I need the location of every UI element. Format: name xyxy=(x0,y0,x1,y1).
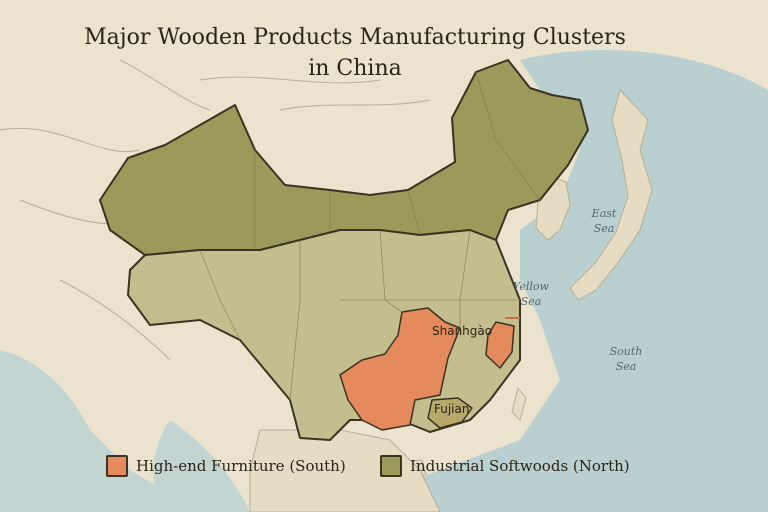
taiwan-island xyxy=(511,386,527,421)
province-borders xyxy=(199,71,541,401)
shanghao-label: Shanhgào xyxy=(432,324,492,338)
north-softwood-region xyxy=(99,59,589,256)
south-furniture-central xyxy=(339,307,461,431)
legend-swatch-north xyxy=(380,455,402,477)
legend-item-south: High-end Furniture (South) xyxy=(106,452,346,480)
yellow-sea-label-1: Yellow xyxy=(513,280,549,293)
southeast-asia-land xyxy=(249,429,441,512)
bay-of-bengal xyxy=(153,420,250,512)
south-sea-label-2: Sea xyxy=(616,360,637,373)
fujian-region xyxy=(427,397,473,429)
indian-sea-area xyxy=(0,350,200,512)
pacific-sea-area xyxy=(330,50,768,512)
east-sea-label-2: Sea xyxy=(594,222,615,235)
legend-item-north: Industrial Softwoods (North) xyxy=(380,452,630,480)
legend-label-south: High-end Furniture (South) xyxy=(136,457,346,475)
south-sea-label-1: South xyxy=(610,345,643,358)
japan-islands xyxy=(569,88,653,301)
map-title: Major Wooden Products Manufacturing Clus… xyxy=(60,22,650,84)
map-title-line-2: in China xyxy=(308,56,402,81)
south-furniture-zhejiang xyxy=(485,321,515,369)
fujian-label: Fujian xyxy=(434,402,469,416)
east-sea-label-1: East xyxy=(591,207,617,220)
legend-swatch-south xyxy=(106,455,128,477)
yellow-sea-label-2: Sea xyxy=(521,295,542,308)
map-title-line-1: Major Wooden Products Manufacturing Clus… xyxy=(84,25,626,50)
legend-label-north: Industrial Softwoods (North) xyxy=(410,457,630,475)
